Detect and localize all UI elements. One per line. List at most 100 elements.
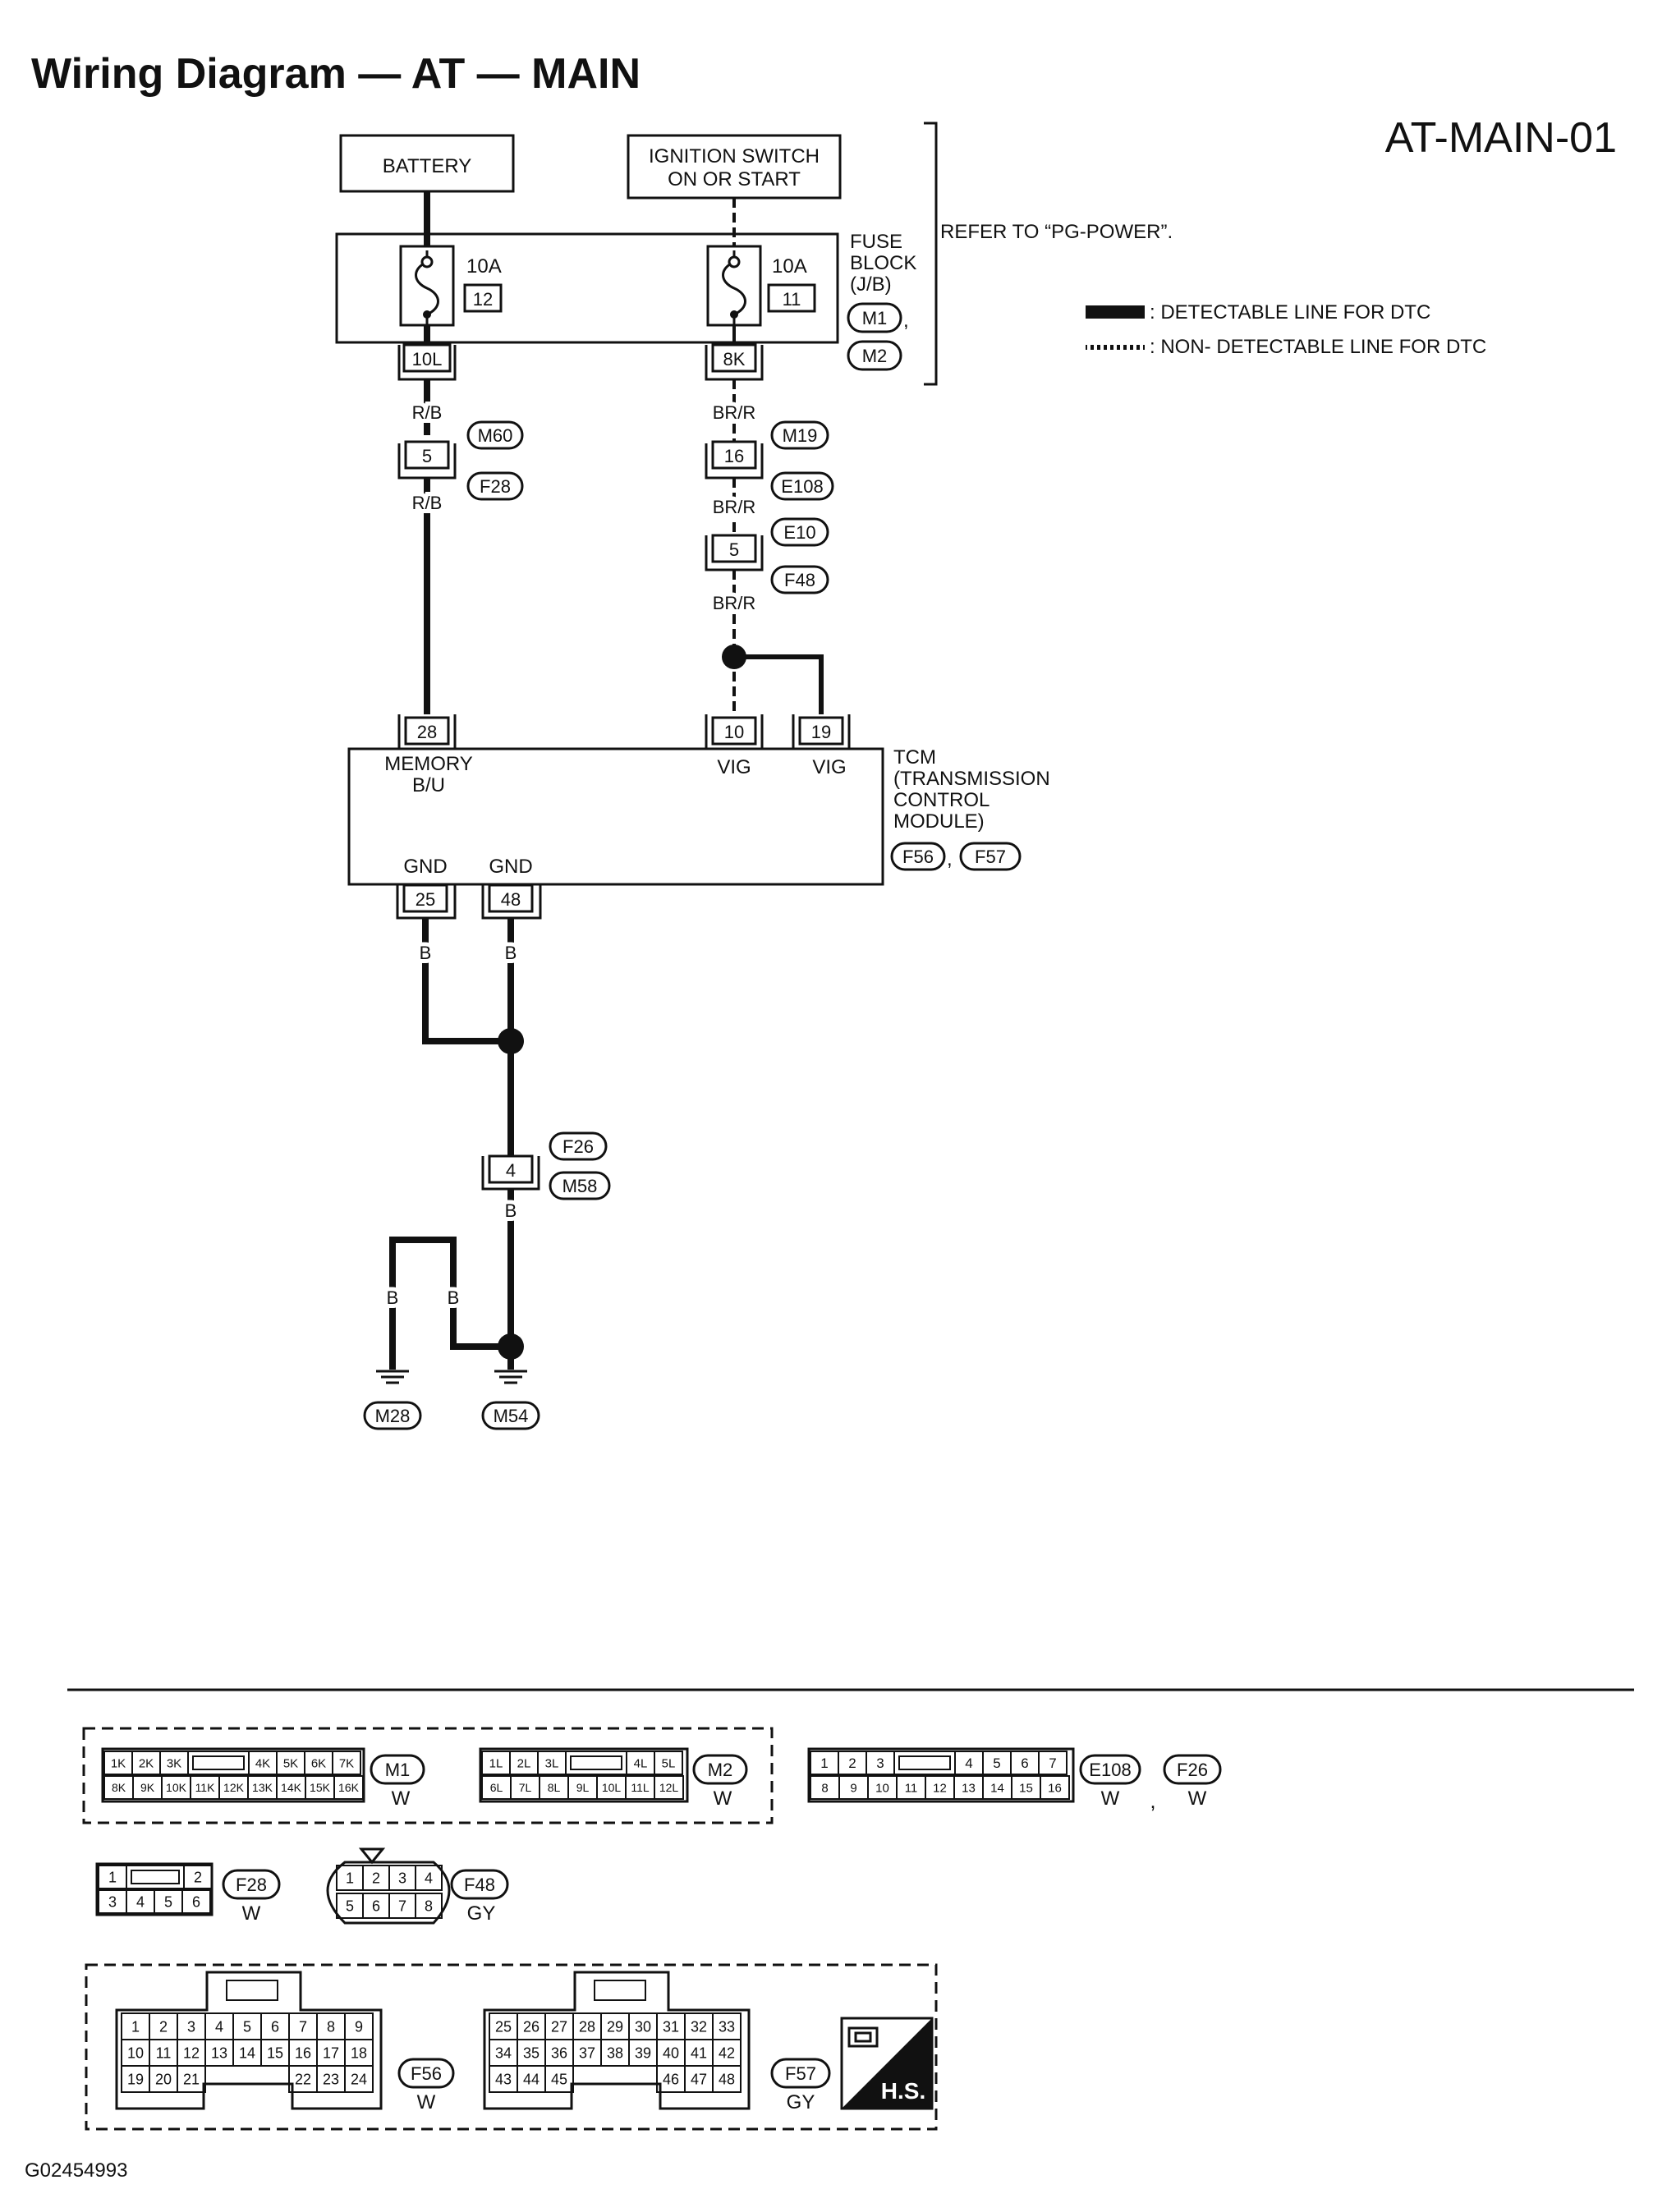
connector-m1-id: M1 bbox=[385, 1760, 411, 1780]
f57-pin-44: 44 bbox=[523, 2071, 540, 2087]
connector-m1-color: W bbox=[392, 1787, 411, 1810]
m2-pin-9L: 9L bbox=[576, 1781, 590, 1794]
f48-pin-7: 7 bbox=[398, 1898, 406, 1914]
f56-pin-3: 3 bbox=[187, 2018, 195, 2035]
ignition-label-2: ON OR START bbox=[668, 168, 801, 190]
tcm-vig2-label: VIG bbox=[812, 756, 846, 778]
fuse-b-number: 11 bbox=[783, 289, 801, 310]
m2-pin-4L: 4L bbox=[634, 1756, 648, 1770]
f56-pin-16: 16 bbox=[295, 2044, 311, 2061]
f56-pin-12: 12 bbox=[183, 2044, 200, 2061]
left-conn-a: M60 bbox=[478, 425, 513, 446]
fuse-a-terminal: 10L bbox=[412, 349, 443, 369]
connector-f26-color: W bbox=[1188, 1787, 1207, 1810]
e108-pin-8: 8 bbox=[821, 1781, 828, 1795]
connector-f57-color: GY bbox=[787, 2091, 815, 2113]
f57-pin-47: 47 bbox=[691, 2071, 707, 2087]
f48-pin-6: 6 bbox=[372, 1898, 380, 1914]
m1-pin-6K: 6K bbox=[311, 1756, 326, 1770]
m2-pin-5L: 5L bbox=[662, 1756, 676, 1770]
m2-pin-6L: 6L bbox=[490, 1781, 503, 1794]
ground-left-label: M28 bbox=[375, 1406, 411, 1426]
m2-pin-8L: 8L bbox=[548, 1781, 561, 1794]
connector-e108-color: W bbox=[1101, 1787, 1120, 1810]
right-wire-color-2: BR/R bbox=[713, 497, 756, 517]
f56-pin-22: 22 bbox=[295, 2071, 311, 2087]
m1-pin-2K: 2K bbox=[139, 1756, 154, 1770]
ground-mid-conn-a: F26 bbox=[562, 1136, 594, 1157]
f56-pin-6: 6 bbox=[271, 2018, 279, 2035]
f57-pin-48: 48 bbox=[719, 2071, 735, 2087]
f56-pin-24: 24 bbox=[351, 2071, 367, 2087]
f56-pin-23: 23 bbox=[323, 2071, 339, 2087]
f56-pin-14: 14 bbox=[239, 2044, 255, 2061]
connector-f57-id: F57 bbox=[785, 2063, 816, 2084]
fuse-block-conn-m1: M1 bbox=[862, 308, 888, 328]
e108-pin-9: 9 bbox=[850, 1781, 856, 1795]
m1-pin-5K: 5K bbox=[283, 1756, 298, 1770]
right-conn-2a: E10 bbox=[783, 522, 815, 543]
connector-f28-id: F28 bbox=[236, 1875, 267, 1895]
f57-pin-46: 46 bbox=[663, 2071, 679, 2087]
right-wire-color-1: BR/R bbox=[713, 402, 756, 423]
e108-pin-1: 1 bbox=[820, 1755, 828, 1771]
fuse-b-amp: 10A bbox=[772, 255, 807, 278]
f57-pin-37: 37 bbox=[579, 2044, 595, 2061]
f57-pin-38: 38 bbox=[607, 2044, 623, 2061]
fuse-a-number: 12 bbox=[473, 289, 493, 310]
left-wire-color-1: R/B bbox=[412, 402, 443, 423]
m2-pin-2L: 2L bbox=[517, 1756, 531, 1770]
fuse-block-label-3: (J/B) bbox=[850, 273, 892, 296]
f57-pin-41: 41 bbox=[691, 2044, 707, 2061]
m2-pin-7L: 7L bbox=[519, 1781, 532, 1794]
ignition-label-1: IGNITION SWITCH bbox=[649, 145, 820, 168]
fuse-block-box bbox=[335, 232, 839, 344]
m1-pin-15K: 15K bbox=[310, 1781, 331, 1794]
m1-pin-10K: 10K bbox=[166, 1781, 187, 1794]
connector-f48-color: GY bbox=[467, 1902, 496, 1925]
tcm-pin-memory: 28 bbox=[417, 722, 437, 742]
e108-pin-15: 15 bbox=[1019, 1781, 1033, 1795]
right-conn-1b: E108 bbox=[781, 476, 823, 497]
e108-pin-14: 14 bbox=[990, 1781, 1004, 1795]
e108-pin-2: 2 bbox=[848, 1755, 856, 1771]
f56-pin-21: 21 bbox=[183, 2071, 200, 2087]
m1-pin-1K: 1K bbox=[111, 1756, 126, 1770]
f28-pin-2: 2 bbox=[194, 1869, 202, 1885]
ground-symbol-left bbox=[376, 1370, 409, 1384]
tcm-pin-vig2: 19 bbox=[811, 722, 831, 742]
power-bracket bbox=[924, 122, 938, 386]
e108-pin-10: 10 bbox=[875, 1781, 889, 1795]
hs-label: H.S. bbox=[881, 2078, 925, 2104]
tcm-name-1: TCM bbox=[893, 746, 936, 769]
m1-pin-8K: 8K bbox=[112, 1781, 126, 1794]
f57-pin-43: 43 bbox=[495, 2071, 512, 2087]
e108-pin-5: 5 bbox=[993, 1755, 1000, 1771]
ground-wire-3: B bbox=[505, 1200, 517, 1221]
connector-f56-color: W bbox=[417, 2091, 436, 2113]
hs-badge: H.S. bbox=[840, 2017, 934, 2110]
right-pin-1: 16 bbox=[724, 446, 744, 466]
f57-pin-32: 32 bbox=[691, 2018, 707, 2035]
ground-wire-5: B bbox=[448, 1287, 460, 1308]
fuse-b-terminal: 8K bbox=[723, 349, 746, 369]
f57-pin-36: 36 bbox=[551, 2044, 567, 2061]
e108-pin-6: 6 bbox=[1021, 1755, 1028, 1771]
fuse-block-comma: , bbox=[903, 310, 909, 332]
f56-pin-5: 5 bbox=[243, 2018, 251, 2035]
f56-pin-2: 2 bbox=[159, 2018, 168, 2035]
f56-pin-1: 1 bbox=[131, 2018, 140, 2035]
m1-pin-11K: 11K bbox=[195, 1781, 216, 1794]
f28-pin-4: 4 bbox=[136, 1893, 145, 1910]
tcm-gnd2-label: GND bbox=[489, 856, 532, 878]
f48-pin-1: 1 bbox=[346, 1870, 354, 1886]
m1-pin-16K: 16K bbox=[338, 1781, 360, 1794]
connector-e108-id: E108 bbox=[1089, 1760, 1131, 1780]
tcm-pin-vig1: 10 bbox=[724, 722, 744, 742]
m1-pin-12K: 12K bbox=[223, 1781, 245, 1794]
fuse-block-conn-m2: M2 bbox=[862, 346, 888, 366]
